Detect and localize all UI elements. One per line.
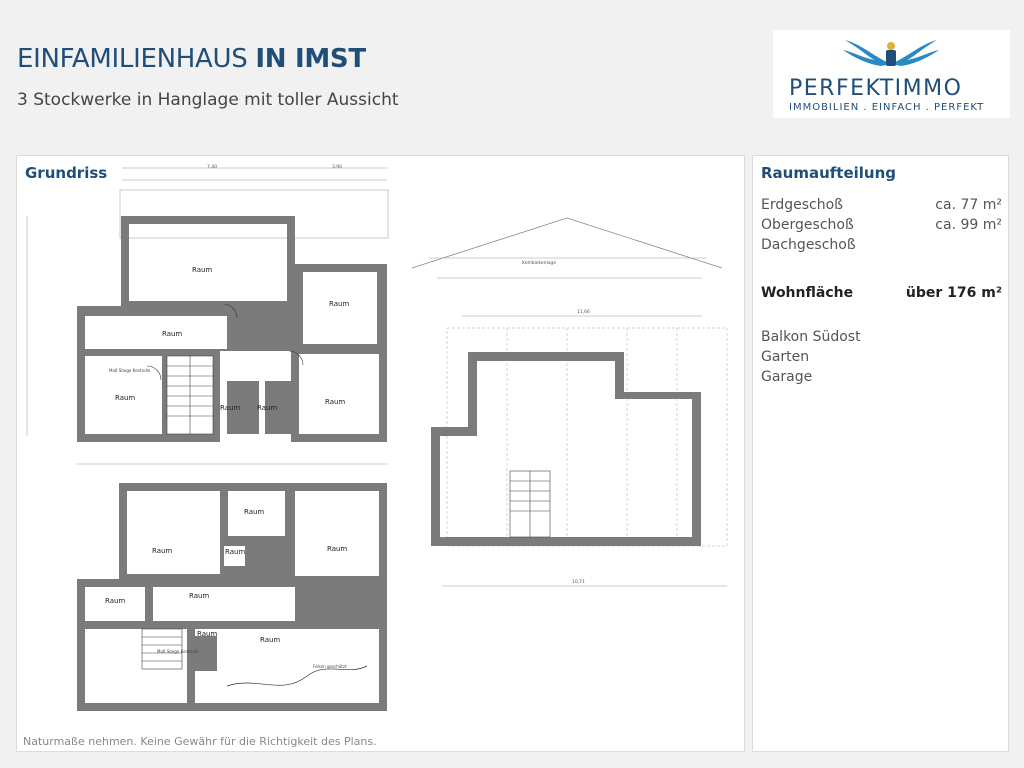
logo-wordmark: PERFEKTIMMO: [789, 76, 963, 101]
room-label: Raum: [260, 636, 280, 644]
room-label: Raum: [325, 398, 345, 406]
page-title: EINFAMILIENHAUS IN IMST: [17, 44, 366, 74]
living-area-row: Wohnfläche über 176 m²: [761, 285, 1002, 301]
room-label: Raum: [192, 266, 212, 274]
room-label: Raum: [327, 545, 347, 553]
room-label: Raum: [329, 300, 349, 308]
room-label: Raum: [189, 592, 209, 600]
feature-item: Balkon Südost: [761, 329, 1002, 345]
plan-heading: Grundriss: [25, 164, 108, 182]
rock-note: Felsen geschätzt: [313, 664, 347, 669]
room-label: Raum: [197, 630, 217, 638]
title-bold: IN IMST: [255, 44, 366, 74]
winged-eagle-logo-icon: [843, 40, 939, 66]
dim-roof-width: 11,66: [577, 309, 590, 315]
dim-top-right: 3,90: [332, 164, 342, 170]
floor-label: Dachgeschoß: [761, 237, 856, 253]
floor-plan-panel: Grundriss 7,40 3,90: [16, 155, 745, 752]
feature-label: Garage: [761, 369, 813, 385]
title-regular: EINFAMILIENHAUS: [17, 44, 248, 74]
page-subtitle: 3 Stockwerke in Hanglage mit toller Auss…: [17, 90, 399, 110]
feature-item: Garage: [761, 369, 1002, 385]
floor-row: Erdgeschoß ca. 77 m²: [761, 197, 1002, 213]
floor-label: Obergeschoß: [761, 217, 854, 233]
floor-value: ca. 77 m²: [935, 197, 1002, 213]
stairs-note: Maß Stiege Kontrolle: [157, 649, 199, 654]
floor-row: Dachgeschoß: [761, 237, 1002, 253]
feature-label: Balkon Südost: [761, 329, 861, 345]
room-info-panel: Raumaufteilung Erdgeschoß ca. 77 m² Ober…: [752, 155, 1009, 752]
lower-floor-plan: Raum Raum Raum Raum Raum Raum Raum Raum …: [77, 483, 387, 711]
room-label: Raum: [115, 394, 135, 402]
room-label: Raum: [152, 547, 172, 555]
room-label: Raum: [162, 330, 182, 338]
dim-top-span: 7,40: [207, 164, 217, 170]
company-logo[interactable]: PERFEKTIMMO IMMOBILIEN . EINFACH . PERFE…: [773, 30, 1010, 118]
roof-floor-plan: Kehlbalkenlage 11,66 10,71: [411, 217, 728, 585]
living-area-value: über 176 m²: [905, 285, 1002, 301]
room-label: Raum: [105, 597, 125, 605]
floor-value: ca. 99 m²: [935, 217, 1002, 233]
dim-roof-bottom: 10,71: [572, 579, 585, 585]
logo-tagline: IMMOBILIEN . EINFACH . PERFEKT: [789, 102, 985, 113]
floor-row: Obergeschoß ca. 99 m²: [761, 217, 1002, 233]
feature-label: Garten: [761, 349, 810, 365]
room-label: Raum: [244, 508, 264, 516]
living-area-label: Wohnfläche: [761, 285, 854, 301]
roof-note: Kehlbalkenlage: [522, 260, 556, 266]
info-heading: Raumaufteilung: [761, 164, 897, 182]
room-label: Raum: [220, 404, 240, 412]
floor-plan-drawing: 7,40 3,90 Raum Raum Raum Raum Raum Raum: [26, 164, 728, 711]
room-label: Raum: [257, 404, 277, 412]
room-label: Raum: [225, 548, 245, 556]
upper-floor-plan: Raum Raum Raum Raum Raum Raum Raum Maß S…: [77, 189, 389, 442]
floor-label: Erdgeschoß: [761, 197, 843, 213]
plan-disclaimer: Naturmaße nehmen. Keine Gewähr für die R…: [23, 735, 377, 748]
feature-item: Garten: [761, 349, 1002, 365]
stairs-note: Maß Stiege Kontrolle: [109, 368, 151, 373]
